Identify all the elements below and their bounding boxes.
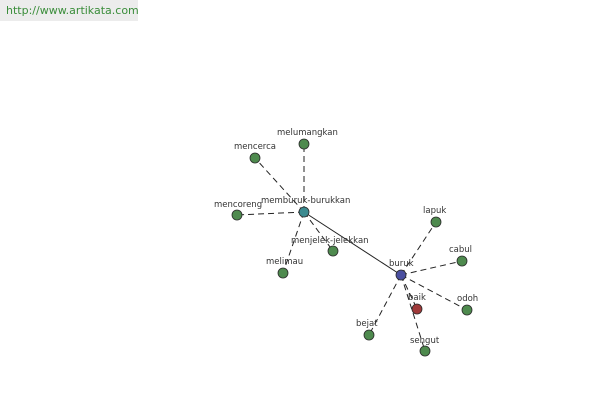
node-dot-mencoreng[interactable] (231, 209, 243, 221)
node-dot-buruk[interactable] (395, 269, 407, 281)
node-label-memburuk-burukkan: memburuk-burukkan (261, 196, 350, 206)
node-mencerca[interactable]: mencerca (234, 142, 276, 164)
edge-buruk-lapuk (400, 221, 437, 276)
edges-layer (236, 144, 468, 352)
node-label-mencerca: mencerca (234, 142, 276, 152)
edge-buruk-cabul (400, 260, 463, 276)
node-lapuk[interactable]: lapuk (423, 206, 446, 228)
node-dot-menjelek-jelekkan[interactable] (327, 245, 339, 257)
edge-memburuk-burukkan-mencoreng (236, 211, 305, 216)
site-url-link[interactable]: http://www.artikata.com (6, 4, 139, 17)
edge-memburuk-burukkan-buruk (303, 211, 402, 276)
edge-buruk-bejat (368, 274, 402, 336)
url-bar: http://www.artikata.com (0, 0, 139, 21)
node-dot-cabul[interactable] (456, 255, 468, 267)
node-dot-melimau[interactable] (277, 267, 289, 279)
node-melumangkan[interactable]: melumangkan (277, 128, 338, 150)
node-label-melimau: melimau (266, 257, 303, 267)
node-label-baik: baik (408, 293, 426, 303)
node-mencoreng[interactable]: mencoreng (214, 200, 262, 221)
node-dot-lapuk[interactable] (430, 216, 442, 228)
node-melimau[interactable]: melimau (266, 257, 303, 279)
node-label-mencoreng: mencoreng (214, 200, 262, 210)
node-cabul[interactable]: cabul (449, 245, 472, 267)
edge-buruk-sengut (400, 274, 426, 352)
node-label-melumangkan: melumangkan (277, 128, 338, 138)
node-baik[interactable]: baik (408, 293, 426, 315)
node-buruk[interactable]: buruk (389, 259, 414, 281)
edge-memburuk-burukkan-mencerca (254, 157, 305, 213)
node-dot-bejat[interactable] (363, 329, 375, 341)
node-menjelek-jelekkan[interactable]: menjelek-jelekkan (291, 236, 369, 257)
node-dot-odoh[interactable] (461, 304, 473, 316)
node-label-menjelek-jelekkan: menjelek-jelekkan (291, 236, 369, 246)
edge-buruk-baik (400, 274, 418, 310)
node-bejat[interactable]: bejat (356, 319, 378, 341)
nodes-layer: memburuk-burukkan buruk melumangkanmencerc… (214, 128, 478, 357)
node-dot-mencerca[interactable] (249, 152, 261, 164)
edge-memburuk-burukkan-melimau (282, 211, 305, 274)
node-label-buruk: buruk (389, 259, 414, 269)
node-odoh[interactable]: odoh (457, 294, 478, 316)
node-label-odoh: odoh (457, 294, 478, 304)
node-sengut[interactable]: sengut (410, 336, 440, 357)
node-label-lapuk: lapuk (423, 206, 446, 216)
edge-memburuk-burukkan-menjelek-jelekkan (303, 211, 334, 252)
node-dot-baik[interactable] (411, 303, 423, 315)
node-dot-melumangkan[interactable] (298, 138, 310, 150)
node-dot-sengut[interactable] (419, 345, 431, 357)
node-memburuk-burukkan[interactable]: memburuk-burukkan (261, 196, 350, 218)
edge-buruk-odoh (400, 274, 468, 311)
node-label-sengut: sengut (410, 336, 440, 346)
node-label-cabul: cabul (449, 245, 472, 255)
node-dot-memburuk-burukkan[interactable] (298, 206, 310, 218)
node-label-bejat: bejat (356, 319, 378, 329)
